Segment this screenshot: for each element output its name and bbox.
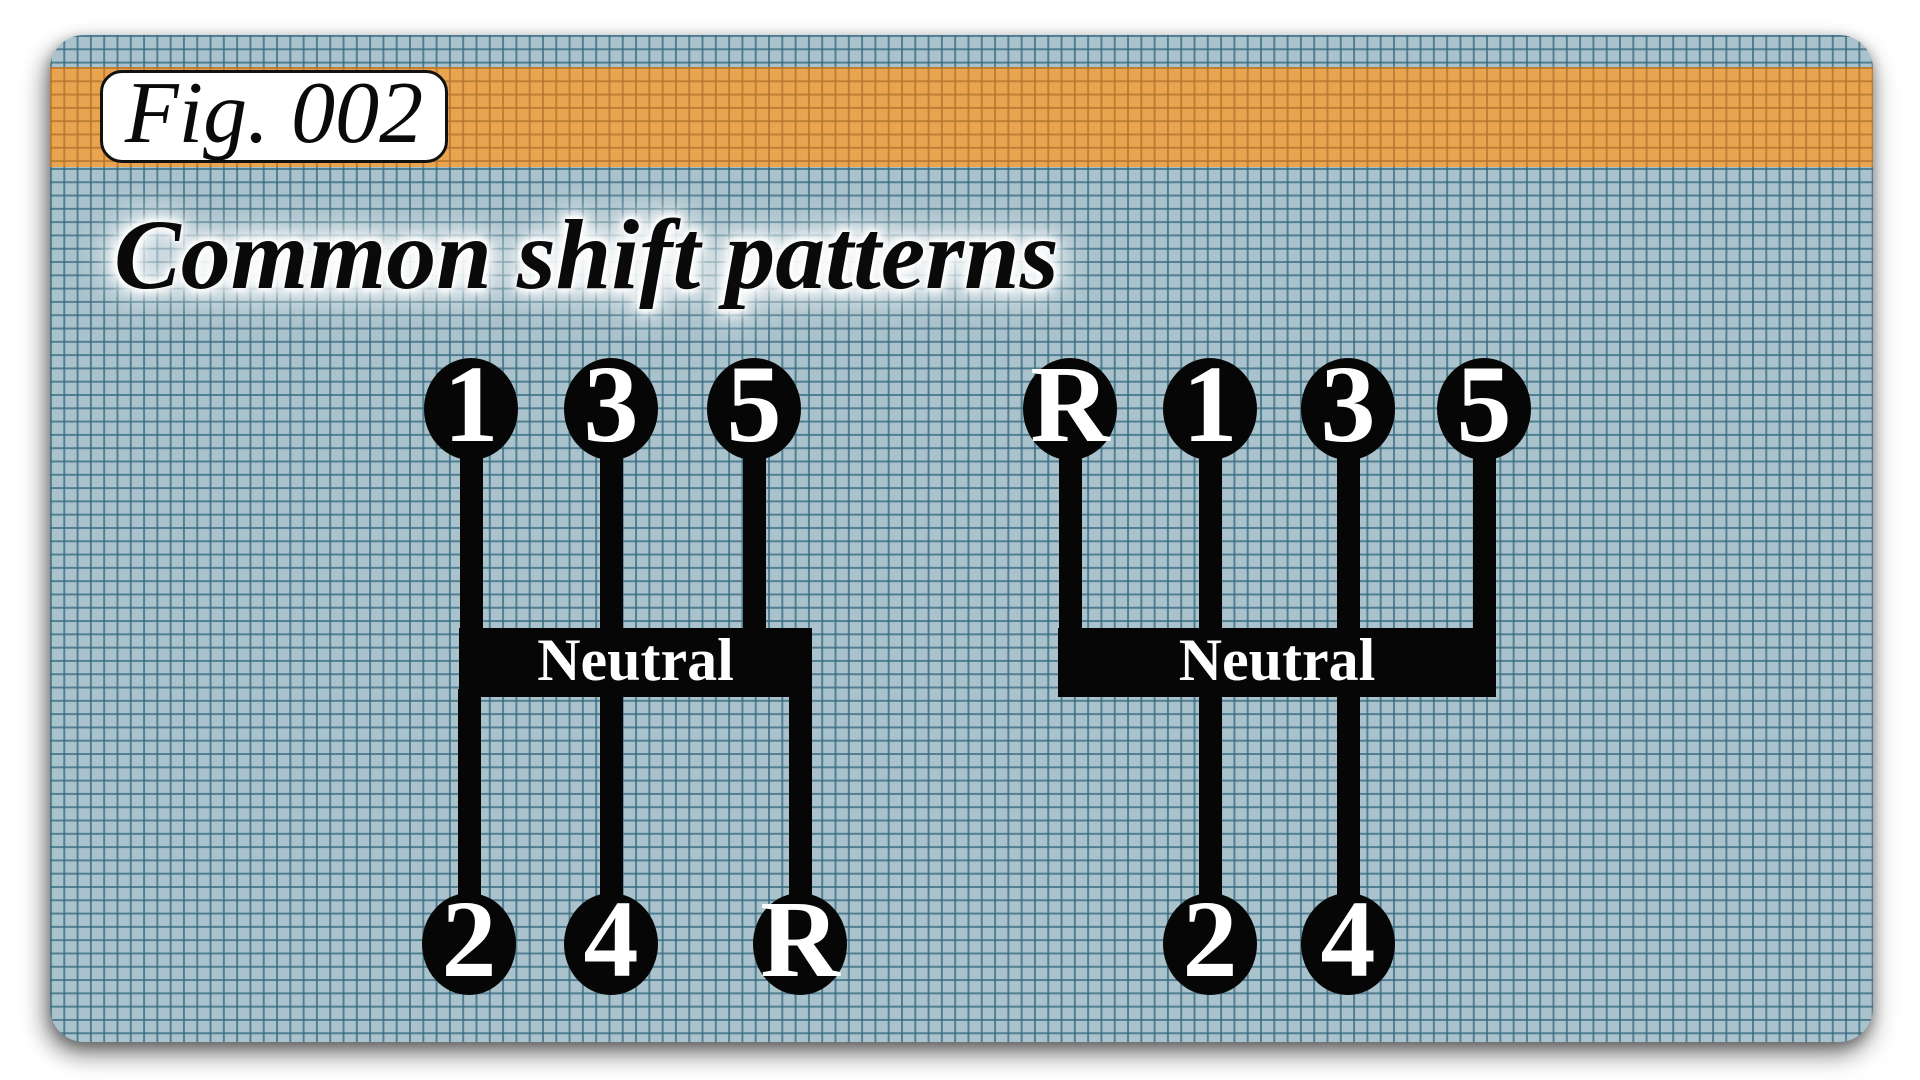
neutral-bar: Neutral [1058,628,1496,697]
gear-stem-bottom-2 [1198,689,1222,944]
gear-knob-label: 3 [583,343,639,465]
gear-knob-label: R [760,878,840,1000]
gear-knob-label: 3 [1320,343,1376,465]
gear-stem-bottom-R [788,689,812,944]
gear-stem-top-3 [599,409,623,636]
gear-knob-5: 5 [1437,349,1531,460]
gear-knob-5: 5 [707,349,801,460]
figure-title: Common shift patterns [114,199,1059,310]
gear-knob-4: 4 [564,884,658,995]
gear-knob-4: 4 [1301,884,1395,995]
figure-number-label: Fig. 002 [124,64,424,162]
gear-stem-top-3 [1336,409,1360,636]
neutral-label: Neutral [537,626,734,693]
gear-stem-top-R [1058,409,1082,636]
gear-knob-label: 4 [583,878,639,1000]
gear-knob-2: 2 [1163,884,1257,995]
gear-knob-label: 1 [443,343,499,465]
gear-knob-1: 1 [424,349,518,460]
neutral-label: Neutral [1178,626,1376,693]
gear-stem-bottom-4 [1336,689,1360,944]
gear-knob-label: 1 [1182,343,1238,465]
gear-knob-label: 5 [1456,343,1512,465]
gear-knob-2: 2 [422,884,516,995]
gear-stem-top-5 [742,409,766,636]
gear-knob-label: 4 [1320,878,1376,1000]
gear-knob-R: R [1023,349,1117,460]
gear-stem-bottom-2 [457,689,481,944]
gear-knob-label: 2 [441,878,497,1000]
gear-knob-label: R [1030,343,1110,465]
gear-stem-top-5 [1472,409,1496,636]
gear-knob-label: 5 [726,343,782,465]
gear-knob-3: 3 [564,349,658,460]
gear-knob-1: 1 [1163,349,1257,460]
gear-stem-top-1 [1198,409,1222,636]
neutral-bar: Neutral [459,628,812,697]
gear-knob-R: R [753,884,847,995]
gear-stem-top-1 [459,409,483,636]
gear-knob-3: 3 [1301,349,1395,460]
figure-number-box: Fig. 002 [100,64,448,163]
gear-knob-label: 2 [1182,878,1238,1000]
gear-stem-bottom-4 [599,689,623,944]
